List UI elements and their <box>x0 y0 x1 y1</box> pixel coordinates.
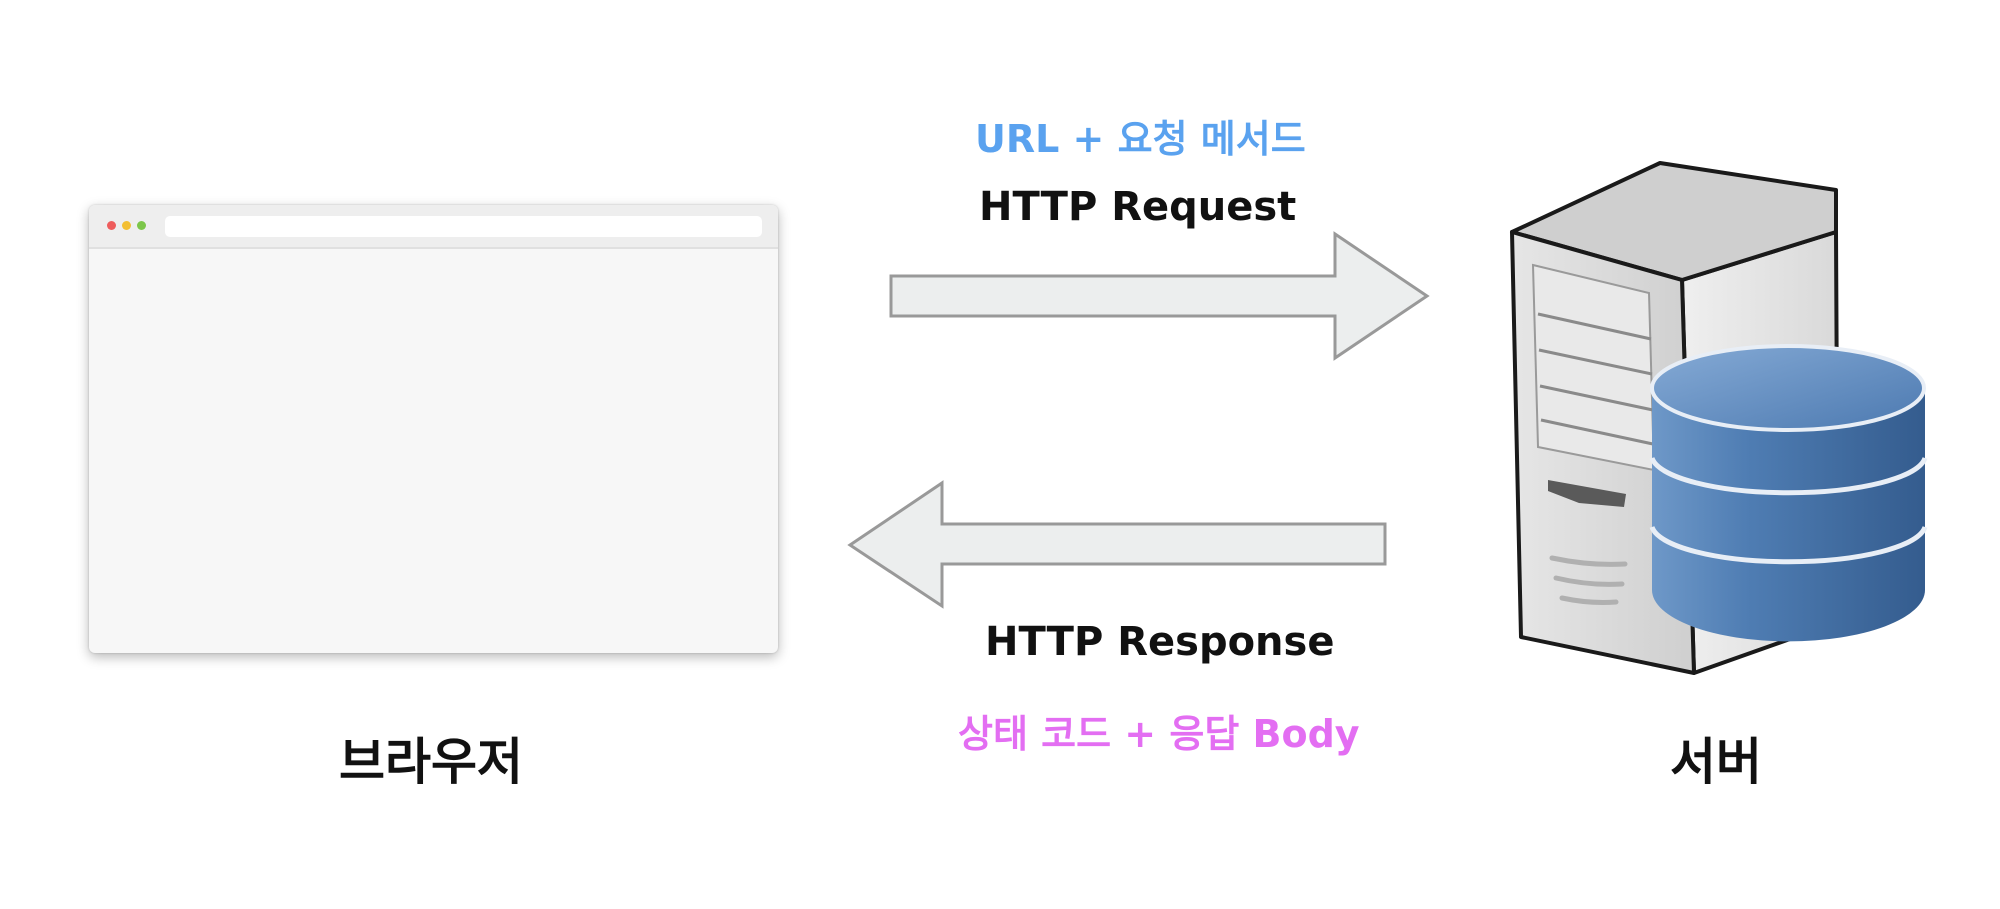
request-note: URL + 요청 메서드 <box>975 117 1306 161</box>
close-dot-icon <box>107 221 116 230</box>
response-note: 상태 코드 + 응답 Body <box>958 712 1360 756</box>
minimize-dot-icon <box>122 221 131 230</box>
request-label: HTTP Request <box>979 184 1297 230</box>
database-icon <box>1649 344 1928 642</box>
browser-window-illustration <box>89 205 778 653</box>
request-arrow <box>889 231 1430 361</box>
response-arrow <box>847 480 1387 609</box>
server-label: 서버 <box>1670 733 1762 791</box>
browser-label: 브라우저 <box>339 733 523 791</box>
maximize-dot-icon <box>137 221 146 230</box>
address-bar <box>165 216 762 237</box>
response-label: HTTP Response <box>985 619 1335 665</box>
browser-title-bar <box>89 205 778 249</box>
